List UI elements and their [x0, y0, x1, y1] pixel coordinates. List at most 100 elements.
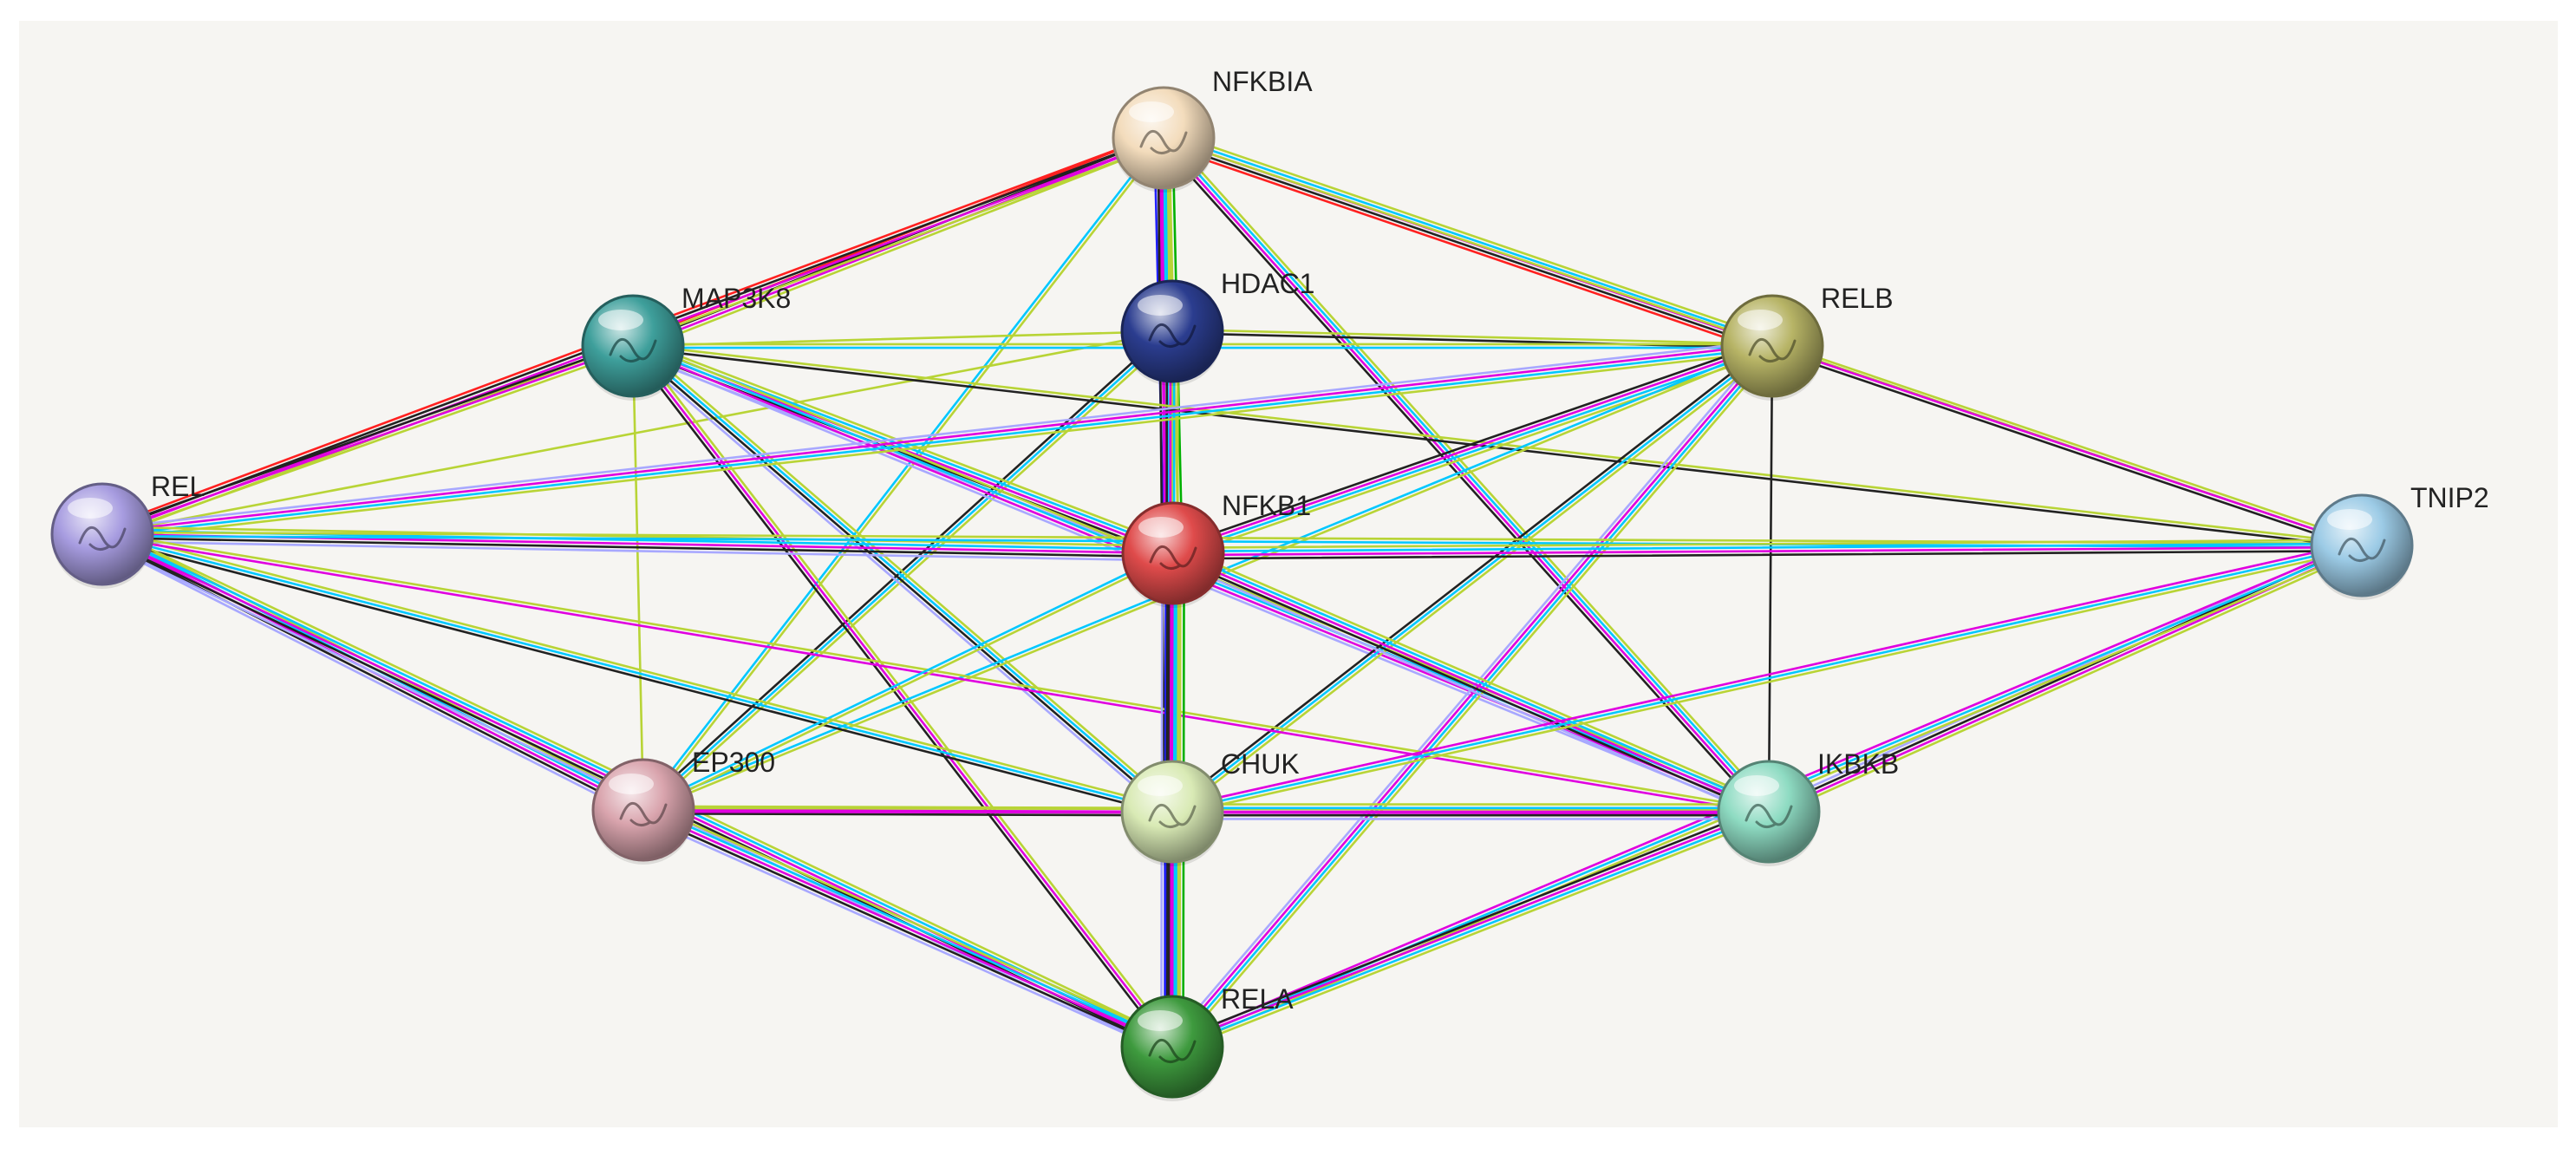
- edge-evidence-line-coexpression: [1171, 555, 1769, 817]
- edge-relb-rela[interactable]: [1166, 341, 1778, 1052]
- node-ep300[interactable]: EP300: [591, 747, 775, 865]
- node-highlight: [2327, 509, 2372, 530]
- node-highlight: [609, 774, 654, 794]
- node-ball-nfkbia: [1112, 86, 1216, 190]
- edge-evidence-line-known-curated: [1171, 812, 1771, 1050]
- edge-tnip2-chuk[interactable]: [1170, 540, 2364, 817]
- edge-evidence-line-textmining: [1171, 328, 1774, 346]
- node-ball-ep300: [591, 758, 695, 862]
- edge-evidence-line-textmining: [101, 526, 1175, 547]
- edge-evidence-line-coexpression: [100, 341, 633, 532]
- edge-evidence-line-known-experimental: [101, 344, 635, 536]
- edge-hdac1-relb[interactable]: [1171, 328, 1774, 349]
- node-label-hdac1: HDAC1: [1221, 268, 1314, 299]
- edge-evidence-line-known-curated: [1171, 344, 1774, 813]
- edge-evidence-line-coexpression: [639, 327, 1171, 809]
- protein-structure-icon: [609, 338, 657, 362]
- node-chuk[interactable]: CHUK: [1120, 748, 1300, 866]
- protein-structure-icon: [1149, 545, 1197, 570]
- protein-structure-icon: [1745, 804, 1793, 828]
- edge-map3k8-ep300[interactable]: [631, 344, 645, 812]
- edge-evidence-line-coexpression: [640, 812, 1172, 1052]
- node-tnip2[interactable]: TNIP2: [2310, 482, 2489, 600]
- edge-evidence-line-known-curated: [1164, 133, 1775, 344]
- edge-evidence-line-known-experimental: [1170, 343, 1772, 1047]
- node-highlight: [1138, 295, 1183, 316]
- node-relb[interactable]: RELB: [1720, 283, 1894, 401]
- node-nfkbia[interactable]: NFKBIA: [1112, 66, 1313, 193]
- edge-evidence-line-predicted-fusion: [1159, 143, 1771, 355]
- edge-evidence-line-textmining: [1175, 545, 1773, 806]
- edge-evidence-line-coexpression: [1770, 348, 2362, 551]
- edge-evidence-line-textmining: [1770, 549, 2365, 819]
- node-map3k8[interactable]: MAP3K8: [581, 283, 791, 401]
- node-ball-hdac1: [1120, 279, 1224, 383]
- edge-evidence-line-textmining: [1173, 349, 1776, 560]
- edge-nfkb1-ikbkb[interactable]: [1169, 545, 1773, 820]
- edge-map3k8-rel[interactable]: [100, 341, 636, 539]
- node-ball-ikbkb: [1717, 760, 1821, 864]
- protein-structure-icon: [1148, 804, 1197, 828]
- edge-relb-ikbkb[interactable]: [1767, 344, 1774, 813]
- edge-evidence-line-coexpression: [1171, 549, 2364, 560]
- edge-evidence-line-known-curated: [1172, 346, 1775, 1049]
- edge-evidence-line-homology: [639, 815, 1171, 1054]
- edge-ikbkb-rela[interactable]: [1169, 805, 1772, 1054]
- edge-hdac1-rel[interactable]: [101, 330, 1174, 536]
- edge-evidence-line-coexpression: [642, 812, 1174, 817]
- edge-evidence-line-coexpression: [100, 536, 1173, 817]
- node-nfkb1[interactable]: NFKB1: [1121, 490, 1311, 608]
- node-rel[interactable]: REL: [50, 471, 205, 589]
- node-highlight: [1738, 310, 1783, 330]
- edge-evidence-line-known-experimental: [1171, 343, 1773, 553]
- edge-nfkb1-ep300[interactable]: [641, 550, 1176, 813]
- edge-chuk-ikbkb[interactable]: [1171, 803, 1771, 820]
- node-hdac1[interactable]: HDAC1: [1120, 268, 1314, 386]
- edge-ep300-rela[interactable]: [639, 802, 1177, 1054]
- protein-structure-icon: [1148, 1039, 1197, 1063]
- node-highlight: [1138, 775, 1183, 796]
- edge-relb-tnip2[interactable]: [1770, 341, 2364, 551]
- edge-evidence-line-homology: [100, 339, 1773, 531]
- edge-evidence-line-coexpression: [1158, 140, 1766, 817]
- edge-evidence-line-coexpression: [101, 536, 1175, 558]
- edge-evidence-line-textmining: [635, 340, 1177, 809]
- edge-evidence-line-textmining: [642, 553, 1176, 813]
- edge-evidence-line-coexpression: [99, 536, 643, 815]
- node-ball-tnip2: [2310, 493, 2414, 597]
- edge-relb-nfkb1[interactable]: [1170, 339, 1776, 560]
- protein-structure-icon: [619, 802, 668, 826]
- edge-hdac1-ep300[interactable]: [639, 327, 1177, 814]
- node-label-rela: RELA: [1221, 983, 1294, 1015]
- edge-evidence-line-known-experimental: [1771, 344, 2364, 547]
- edge-evidence-line-known-curated: [642, 330, 1174, 812]
- edge-rel-chuk[interactable]: [100, 529, 1175, 817]
- edge-evidence-line-coexpression: [1170, 339, 1772, 550]
- edge-evidence-line-coexpression: [630, 346, 1172, 814]
- node-ball-map3k8: [581, 294, 685, 398]
- edge-evidence-line-textmining: [1772, 341, 2364, 544]
- node-ball-chuk: [1120, 760, 1224, 864]
- edge-evidence-line-textmining: [635, 343, 1177, 1046]
- edge-map3k8-chuk[interactable]: [628, 340, 1177, 818]
- edge-rel-ikbkb[interactable]: [101, 531, 1771, 815]
- edge-relb-rel[interactable]: [100, 339, 1775, 541]
- edge-evidence-line-homology: [101, 540, 1175, 562]
- node-rela[interactable]: RELA: [1120, 983, 1294, 1101]
- edge-nfkb1-tnip2[interactable]: [1171, 539, 2364, 560]
- node-ikbkb[interactable]: IKBKB: [1717, 748, 1899, 866]
- edge-evidence-line-textmining: [101, 349, 1775, 541]
- node-ball-rel: [50, 482, 154, 586]
- edge-evidence-line-known-curated: [1171, 542, 2364, 553]
- node-highlight: [1138, 517, 1184, 538]
- edge-evidence-line-known-experimental: [1171, 552, 1771, 813]
- edge-evidence-line-known-experimental: [642, 808, 1174, 1048]
- edge-evidence-line-textmining: [643, 137, 1166, 813]
- node-label-ikbkb: IKBKB: [1817, 748, 1899, 780]
- edge-evidence-line-known-curated: [1173, 548, 1771, 810]
- edge-evidence-line-textmining: [102, 348, 636, 539]
- edge-evidence-line-known-curated: [1171, 544, 2364, 813]
